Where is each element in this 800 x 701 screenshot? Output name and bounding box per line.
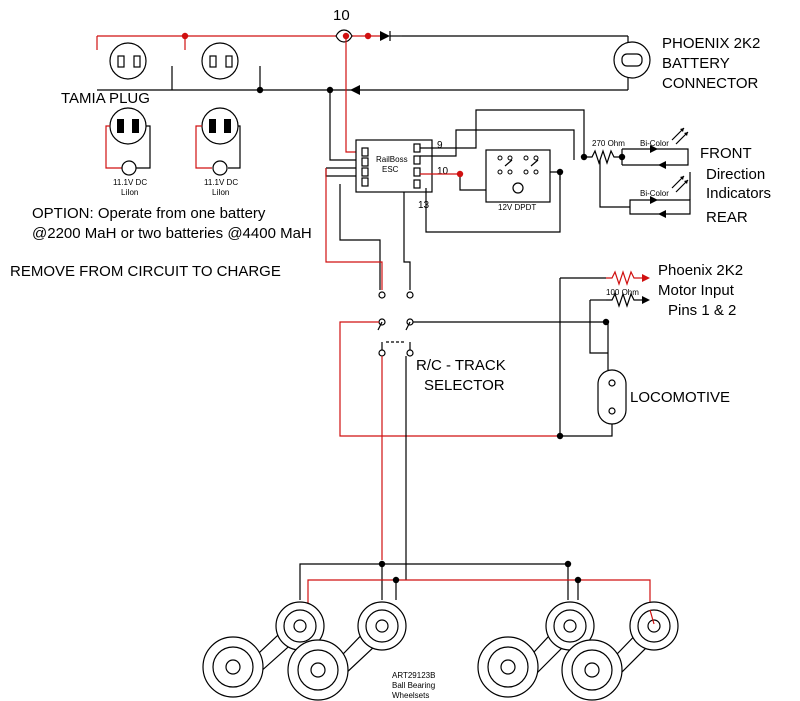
battery-1-voltage: 11.1V DC bbox=[113, 178, 147, 187]
junction-dots bbox=[181, 32, 626, 584]
esc-pin-9-label: 9 bbox=[437, 140, 443, 151]
railboss-esc: RailBoss ESC 9 10 13 bbox=[355, 139, 449, 211]
bi-color-led-front: Bi-Color bbox=[640, 127, 689, 169]
motor-input-line2: Motor Input bbox=[658, 282, 735, 299]
wheelsets-line3: Wheelsets bbox=[392, 691, 429, 700]
esc-name-line2: ESC bbox=[382, 165, 399, 174]
fuse: 10 bbox=[333, 7, 353, 43]
track-wiring bbox=[299, 563, 651, 620]
rc-track-selector: R/C - TRACK SELECTOR bbox=[377, 291, 506, 394]
resistor-100-label: 100 Ohm bbox=[606, 288, 639, 297]
battery-2: 11.1V DC LiIon bbox=[195, 107, 241, 197]
wheelsets-line2: Ball Bearing bbox=[392, 681, 435, 690]
indicators-label: Indicators bbox=[706, 185, 771, 202]
remove-circuit-note: REMOVE FROM CIRCUIT TO CHARGE bbox=[10, 263, 281, 280]
led-rear-label: Bi-Color bbox=[640, 189, 669, 198]
battery-2-type: LiIon bbox=[212, 188, 229, 197]
wheelset-1 bbox=[202, 601, 325, 698]
resistor-motor-2: 100 Ohm bbox=[606, 288, 650, 308]
wheelsets-line1: ART29123B bbox=[392, 671, 435, 680]
esc-pin-10-label: 10 bbox=[437, 166, 449, 177]
selector-line2: SELECTOR bbox=[424, 377, 505, 394]
rear-label: REAR bbox=[706, 209, 748, 226]
resistor-270-label: 270 Ohm bbox=[592, 139, 625, 148]
led-front-label: Bi-Color bbox=[640, 139, 669, 148]
motor-input-line3: Pins 1 & 2 bbox=[668, 302, 736, 319]
locomotive-motor: LOCOMOTIVE bbox=[597, 353, 730, 425]
option-line1: OPTION: Operate from one battery bbox=[32, 205, 266, 222]
selector-line1: R/C - TRACK bbox=[416, 357, 506, 374]
wheelset-3 bbox=[477, 601, 595, 698]
battery-2-voltage: 11.1V DC bbox=[204, 178, 238, 187]
tamia-socket-2 bbox=[201, 42, 239, 80]
resistor-270: 270 Ohm bbox=[584, 139, 625, 165]
relay-wiring bbox=[420, 109, 585, 233]
pickup-red-lead bbox=[649, 609, 655, 625]
battery-connector-line3: CONNECTOR bbox=[662, 75, 759, 92]
tamia-plug-label: TAMIA PLUG bbox=[61, 90, 150, 107]
battery-1: 11.1V DC LiIon bbox=[105, 107, 151, 197]
esc-pin-13-label: 13 bbox=[418, 200, 430, 211]
direction-label: Direction bbox=[706, 166, 765, 183]
dpdt-relay: 12V DPDT bbox=[485, 149, 551, 212]
battery-connector-line2: BATTERY bbox=[662, 55, 730, 72]
diode-bottom bbox=[350, 85, 360, 95]
wheelset-2 bbox=[287, 601, 407, 701]
battery-connector: PHOENIX 2K2 BATTERY CONNECTOR bbox=[613, 35, 760, 92]
bi-color-led-rear: Bi-Color bbox=[640, 175, 689, 218]
motor-input-line1: Phoenix 2K2 bbox=[658, 262, 743, 279]
tamia-socket-1 bbox=[109, 42, 147, 80]
fuse-value-label: 10 bbox=[333, 7, 350, 24]
esc-name-line1: RailBoss bbox=[376, 155, 408, 164]
resistor-motor-1 bbox=[606, 270, 650, 286]
battery-1-type: LiIon bbox=[121, 188, 138, 197]
diode-top bbox=[380, 31, 402, 41]
battery-bus bbox=[96, 35, 628, 91]
battery-connector-line1: PHOENIX 2K2 bbox=[662, 35, 760, 52]
option-line2: @2200 MaH or two batteries @4400 MaH bbox=[32, 225, 312, 242]
relay-label: 12V DPDT bbox=[498, 203, 536, 212]
front-label: FRONT bbox=[700, 145, 752, 162]
led-wiring bbox=[559, 148, 691, 215]
locomotive-label: LOCOMOTIVE bbox=[630, 389, 730, 406]
wheelset-4 bbox=[561, 601, 679, 701]
